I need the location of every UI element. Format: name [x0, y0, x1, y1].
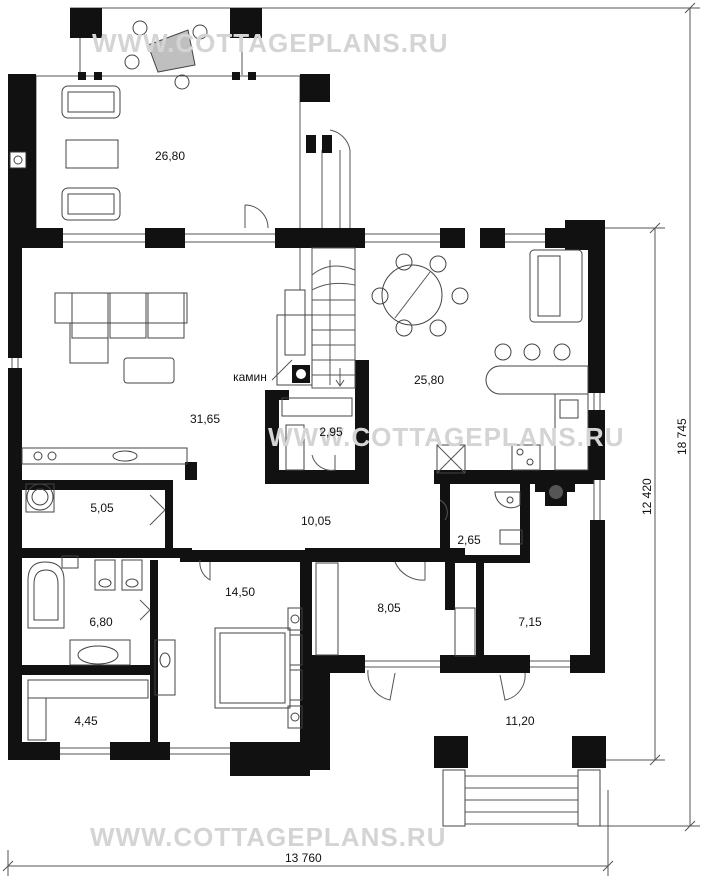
area-living: 31,65 — [190, 412, 220, 426]
area-room-715: 7,15 — [518, 615, 542, 629]
dimension-height-total: 18 745 — [675, 418, 689, 455]
staircase — [299, 247, 356, 389]
area-bedroom: 14,50 — [225, 585, 255, 599]
windows — [11, 233, 601, 755]
fireplace-label: камин — [233, 370, 267, 384]
area-room-805: 8,05 — [377, 601, 401, 615]
watermark-bottom: WWW.COTTAGEPLANS.RU — [90, 822, 446, 852]
doors — [139, 204, 526, 701]
dimension-lines — [2, 2, 700, 876]
dimension-width: 13 760 — [285, 851, 322, 865]
watermark-middle: WWW.COTTAGEPLANS.RU — [268, 422, 624, 452]
area-dressing: 4,45 — [74, 714, 98, 728]
walls — [8, 8, 606, 776]
fireplace — [271, 289, 313, 386]
dimension-labels: 13 760 18 745 12 420 — [285, 418, 689, 865]
area-kitchen: 25,80 — [414, 373, 444, 387]
watermark-top: WWW.COTTAGEPLANS.RU — [92, 28, 448, 58]
area-pantry: 2,95 — [319, 425, 343, 439]
area-porch: 11,20 — [505, 714, 534, 728]
area-bath: 6,80 — [89, 615, 113, 629]
room-labels: 26,80 31,65 25,80 2,95 10,05 5,05 2,65 6… — [74, 149, 542, 728]
watermarks: WWW.COTTAGEPLANS.RU WWW.COTTAGEPLANS.RU … — [90, 28, 624, 852]
area-laundry: 5,05 — [90, 501, 114, 515]
furniture — [9, 20, 601, 827]
dimension-height-house: 12 420 — [640, 478, 654, 515]
area-terrace-top: 26,80 — [155, 149, 185, 163]
area-wc: 2,65 — [457, 533, 481, 547]
area-hall: 10,05 — [301, 514, 331, 528]
